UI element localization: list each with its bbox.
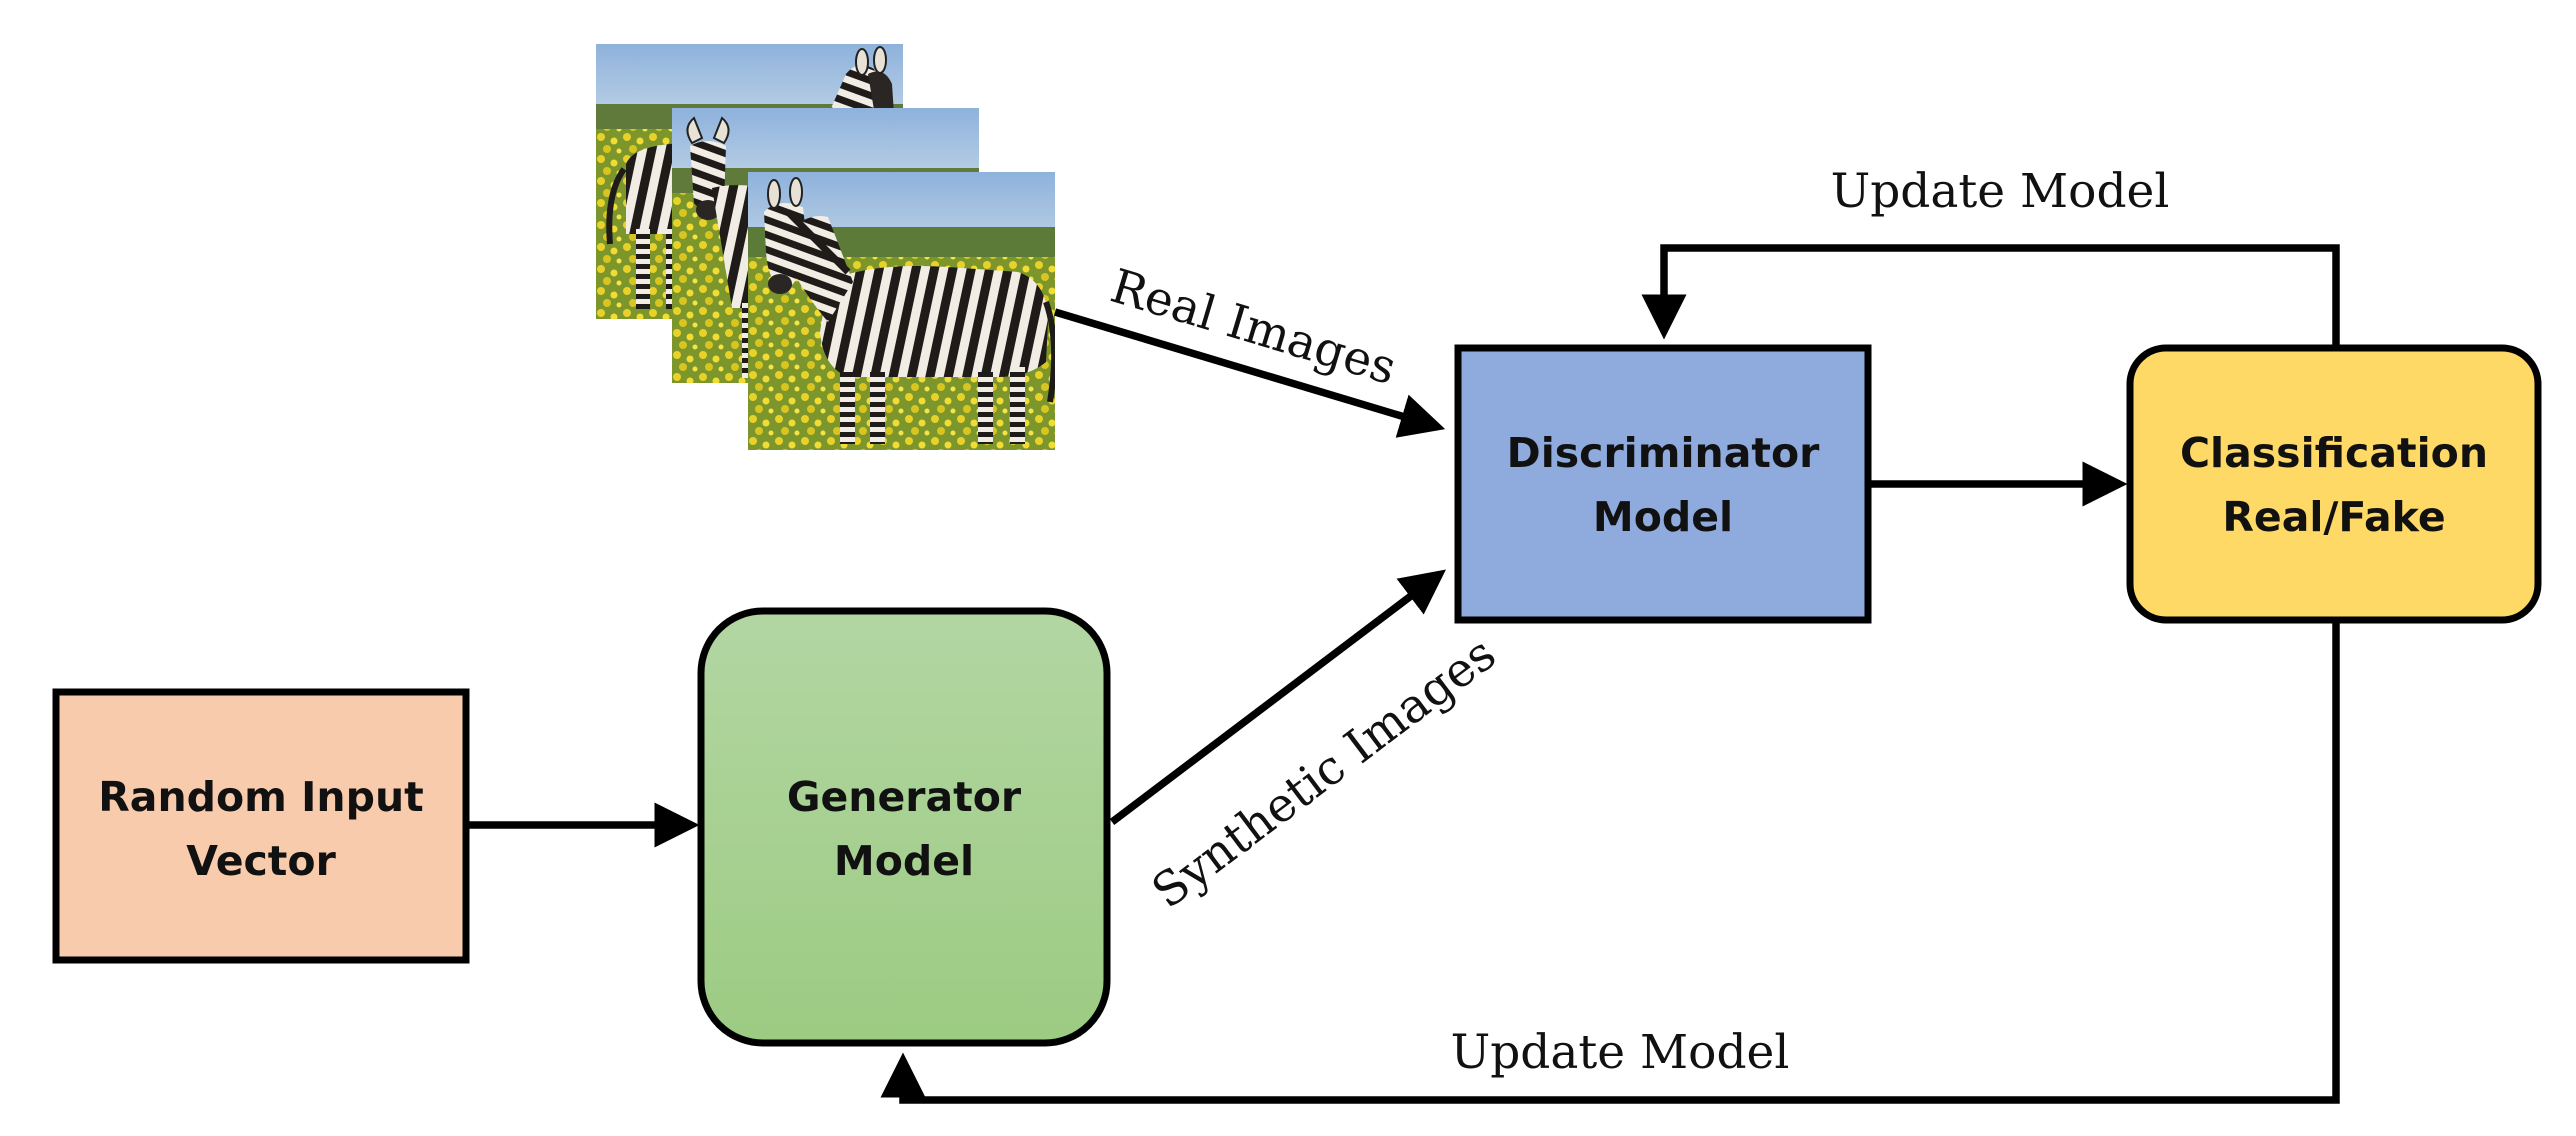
synthetic-images-label: Synthetic Images (1142, 626, 1506, 919)
classification-node: Classification Real/Fake (2126, 344, 2542, 624)
classification-label-line2: Real/Fake (2222, 493, 2445, 541)
random-input-label-line2: Vector (186, 837, 336, 885)
zebra-photo-front (748, 172, 1055, 450)
arrow-update-generator (880, 620, 2340, 1104)
discriminator-label-line1: Discriminator (1507, 429, 1820, 477)
classification-label-line1: Classification (2180, 429, 2488, 477)
arrow-real-images (1053, 308, 1446, 438)
discriminator-label-line2: Model (1593, 493, 1733, 541)
arrow-synthetic-images (1109, 569, 1446, 825)
generator-label-line2: Model (834, 837, 974, 885)
update-model-top-label: Update Model (1831, 164, 2170, 219)
real-images-stack (596, 44, 1055, 450)
arrow-update-discriminator (1641, 244, 2340, 346)
random-input-label-line1: Random Input (98, 773, 424, 821)
update-model-bottom-label: Update Model (1451, 1025, 1790, 1080)
random-input-vector-node: Random Input Vector (52, 688, 470, 964)
discriminator-model-node: Discriminator Model (1454, 344, 1872, 624)
generator-label-line1: Generator (787, 773, 1022, 821)
generator-model-node: Generator Model (697, 607, 1111, 1047)
